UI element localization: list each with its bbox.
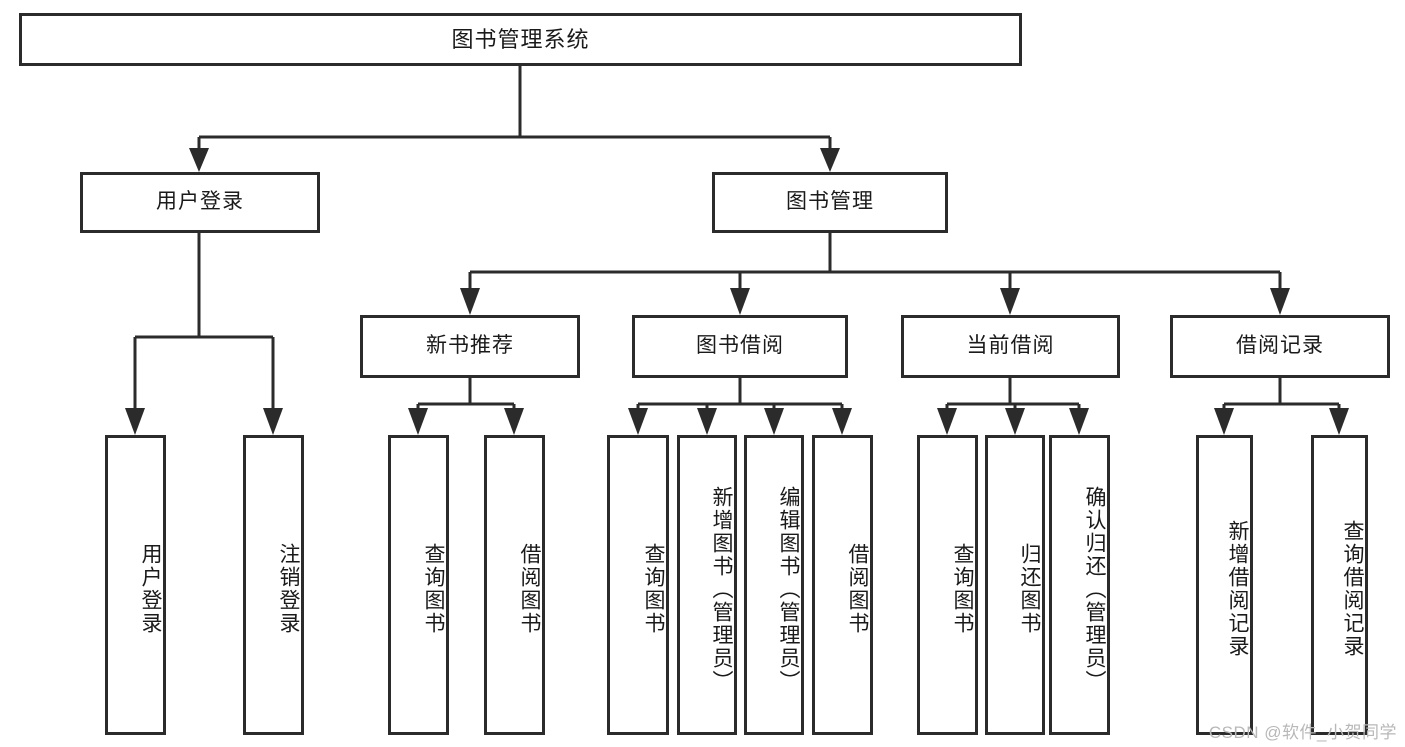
node-leaf-return-book-label: 归还图书 — [1018, 543, 1041, 635]
node-leaf-query-book-3-label: 查询图书 — [951, 543, 974, 635]
arrowhead-leaf-query-book-1 — [408, 408, 428, 435]
node-leaf-query-record-label: 查询借阅记录 — [1341, 520, 1364, 658]
node-leaf-add-book-label: 新增图书（管理员） — [710, 485, 733, 693]
arrowhead-user-login — [189, 148, 209, 172]
node-leaf-query-book-2[interactable]: 查询图书 — [607, 435, 669, 735]
node-leaf-query-book-1-label: 查询图书 — [422, 543, 445, 635]
node-leaf-borrow-book-1-label: 借阅图书 — [518, 543, 541, 635]
arrowhead-leaf-borrow-book-1 — [504, 408, 524, 435]
node-leaf-user-login-label: 用户登录 — [139, 543, 162, 635]
arrowhead-leaf-borrow-book-2 — [832, 408, 852, 435]
arrowhead-leaf-edit-book — [764, 408, 784, 435]
node-leaf-query-record[interactable]: 查询借阅记录 — [1311, 435, 1368, 735]
arrowhead-leaf-add-book — [697, 408, 717, 435]
node-borrow-record-label: 借阅记录 — [1236, 334, 1324, 358]
node-leaf-edit-book-label: 编辑图书（管理员） — [777, 485, 800, 693]
arrowhead-current-borrow — [1000, 288, 1020, 315]
node-leaf-logout-login-label: 注销登录 — [277, 543, 300, 635]
arrowhead-borrow-record — [1270, 288, 1290, 315]
arrowhead-leaf-add-record — [1214, 408, 1234, 435]
arrowhead-new-book-recommend — [460, 288, 480, 315]
node-book-manage[interactable]: 图书管理 — [712, 172, 948, 233]
arrowhead-leaf-user-login — [125, 408, 145, 435]
arrowhead-book-manage — [820, 148, 840, 172]
node-leaf-edit-book[interactable]: 编辑图书（管理员） — [744, 435, 804, 735]
node-current-borrow-label: 当前借阅 — [966, 334, 1055, 358]
node-leaf-query-book-3[interactable]: 查询图书 — [917, 435, 978, 735]
node-root-label: 图书管理系统 — [451, 26, 590, 52]
node-leaf-confirm-return[interactable]: 确认归还（管理员） — [1049, 435, 1110, 735]
node-leaf-user-login[interactable]: 用户登录 — [105, 435, 166, 735]
node-user-login-label: 用户登录 — [156, 190, 244, 214]
node-leaf-add-book[interactable]: 新增图书（管理员） — [677, 435, 737, 735]
arrowhead-leaf-return-book — [1005, 408, 1025, 435]
node-leaf-borrow-book-1[interactable]: 借阅图书 — [484, 435, 545, 735]
node-book-borrow[interactable]: 图书借阅 — [632, 315, 848, 378]
arrowhead-leaf-confirm-return — [1069, 408, 1089, 435]
node-leaf-query-book-1[interactable]: 查询图书 — [388, 435, 449, 735]
node-user-login[interactable]: 用户登录 — [80, 172, 320, 233]
node-leaf-add-record[interactable]: 新增借阅记录 — [1196, 435, 1253, 735]
arrowhead-leaf-query-book-2 — [628, 408, 648, 435]
node-leaf-borrow-book-2-label: 借阅图书 — [846, 543, 869, 635]
node-book-borrow-label: 图书借阅 — [696, 334, 784, 358]
node-leaf-query-book-2-label: 查询图书 — [642, 543, 665, 635]
node-leaf-logout-login[interactable]: 注销登录 — [243, 435, 304, 735]
node-new-book-recommend[interactable]: 新书推荐 — [360, 315, 580, 378]
arrowhead-leaf-query-book-3 — [937, 408, 957, 435]
node-leaf-borrow-book-2[interactable]: 借阅图书 — [812, 435, 873, 735]
node-leaf-confirm-return-label: 确认归还（管理员） — [1083, 485, 1106, 693]
arrowhead-leaf-logout-login — [263, 408, 283, 435]
node-leaf-add-record-label: 新增借阅记录 — [1226, 520, 1249, 658]
node-book-manage-label: 图书管理 — [786, 190, 874, 214]
arrowhead-book-borrow — [730, 288, 750, 315]
node-root[interactable]: 图书管理系统 — [19, 13, 1022, 66]
watermark: CSDN @软件_小贺同学 — [1208, 723, 1397, 742]
node-leaf-return-book[interactable]: 归还图书 — [985, 435, 1045, 735]
node-new-book-recommend-label: 新书推荐 — [426, 334, 514, 358]
arrowhead-leaf-query-record — [1329, 408, 1349, 435]
node-current-borrow[interactable]: 当前借阅 — [901, 315, 1120, 378]
node-borrow-record[interactable]: 借阅记录 — [1170, 315, 1390, 378]
